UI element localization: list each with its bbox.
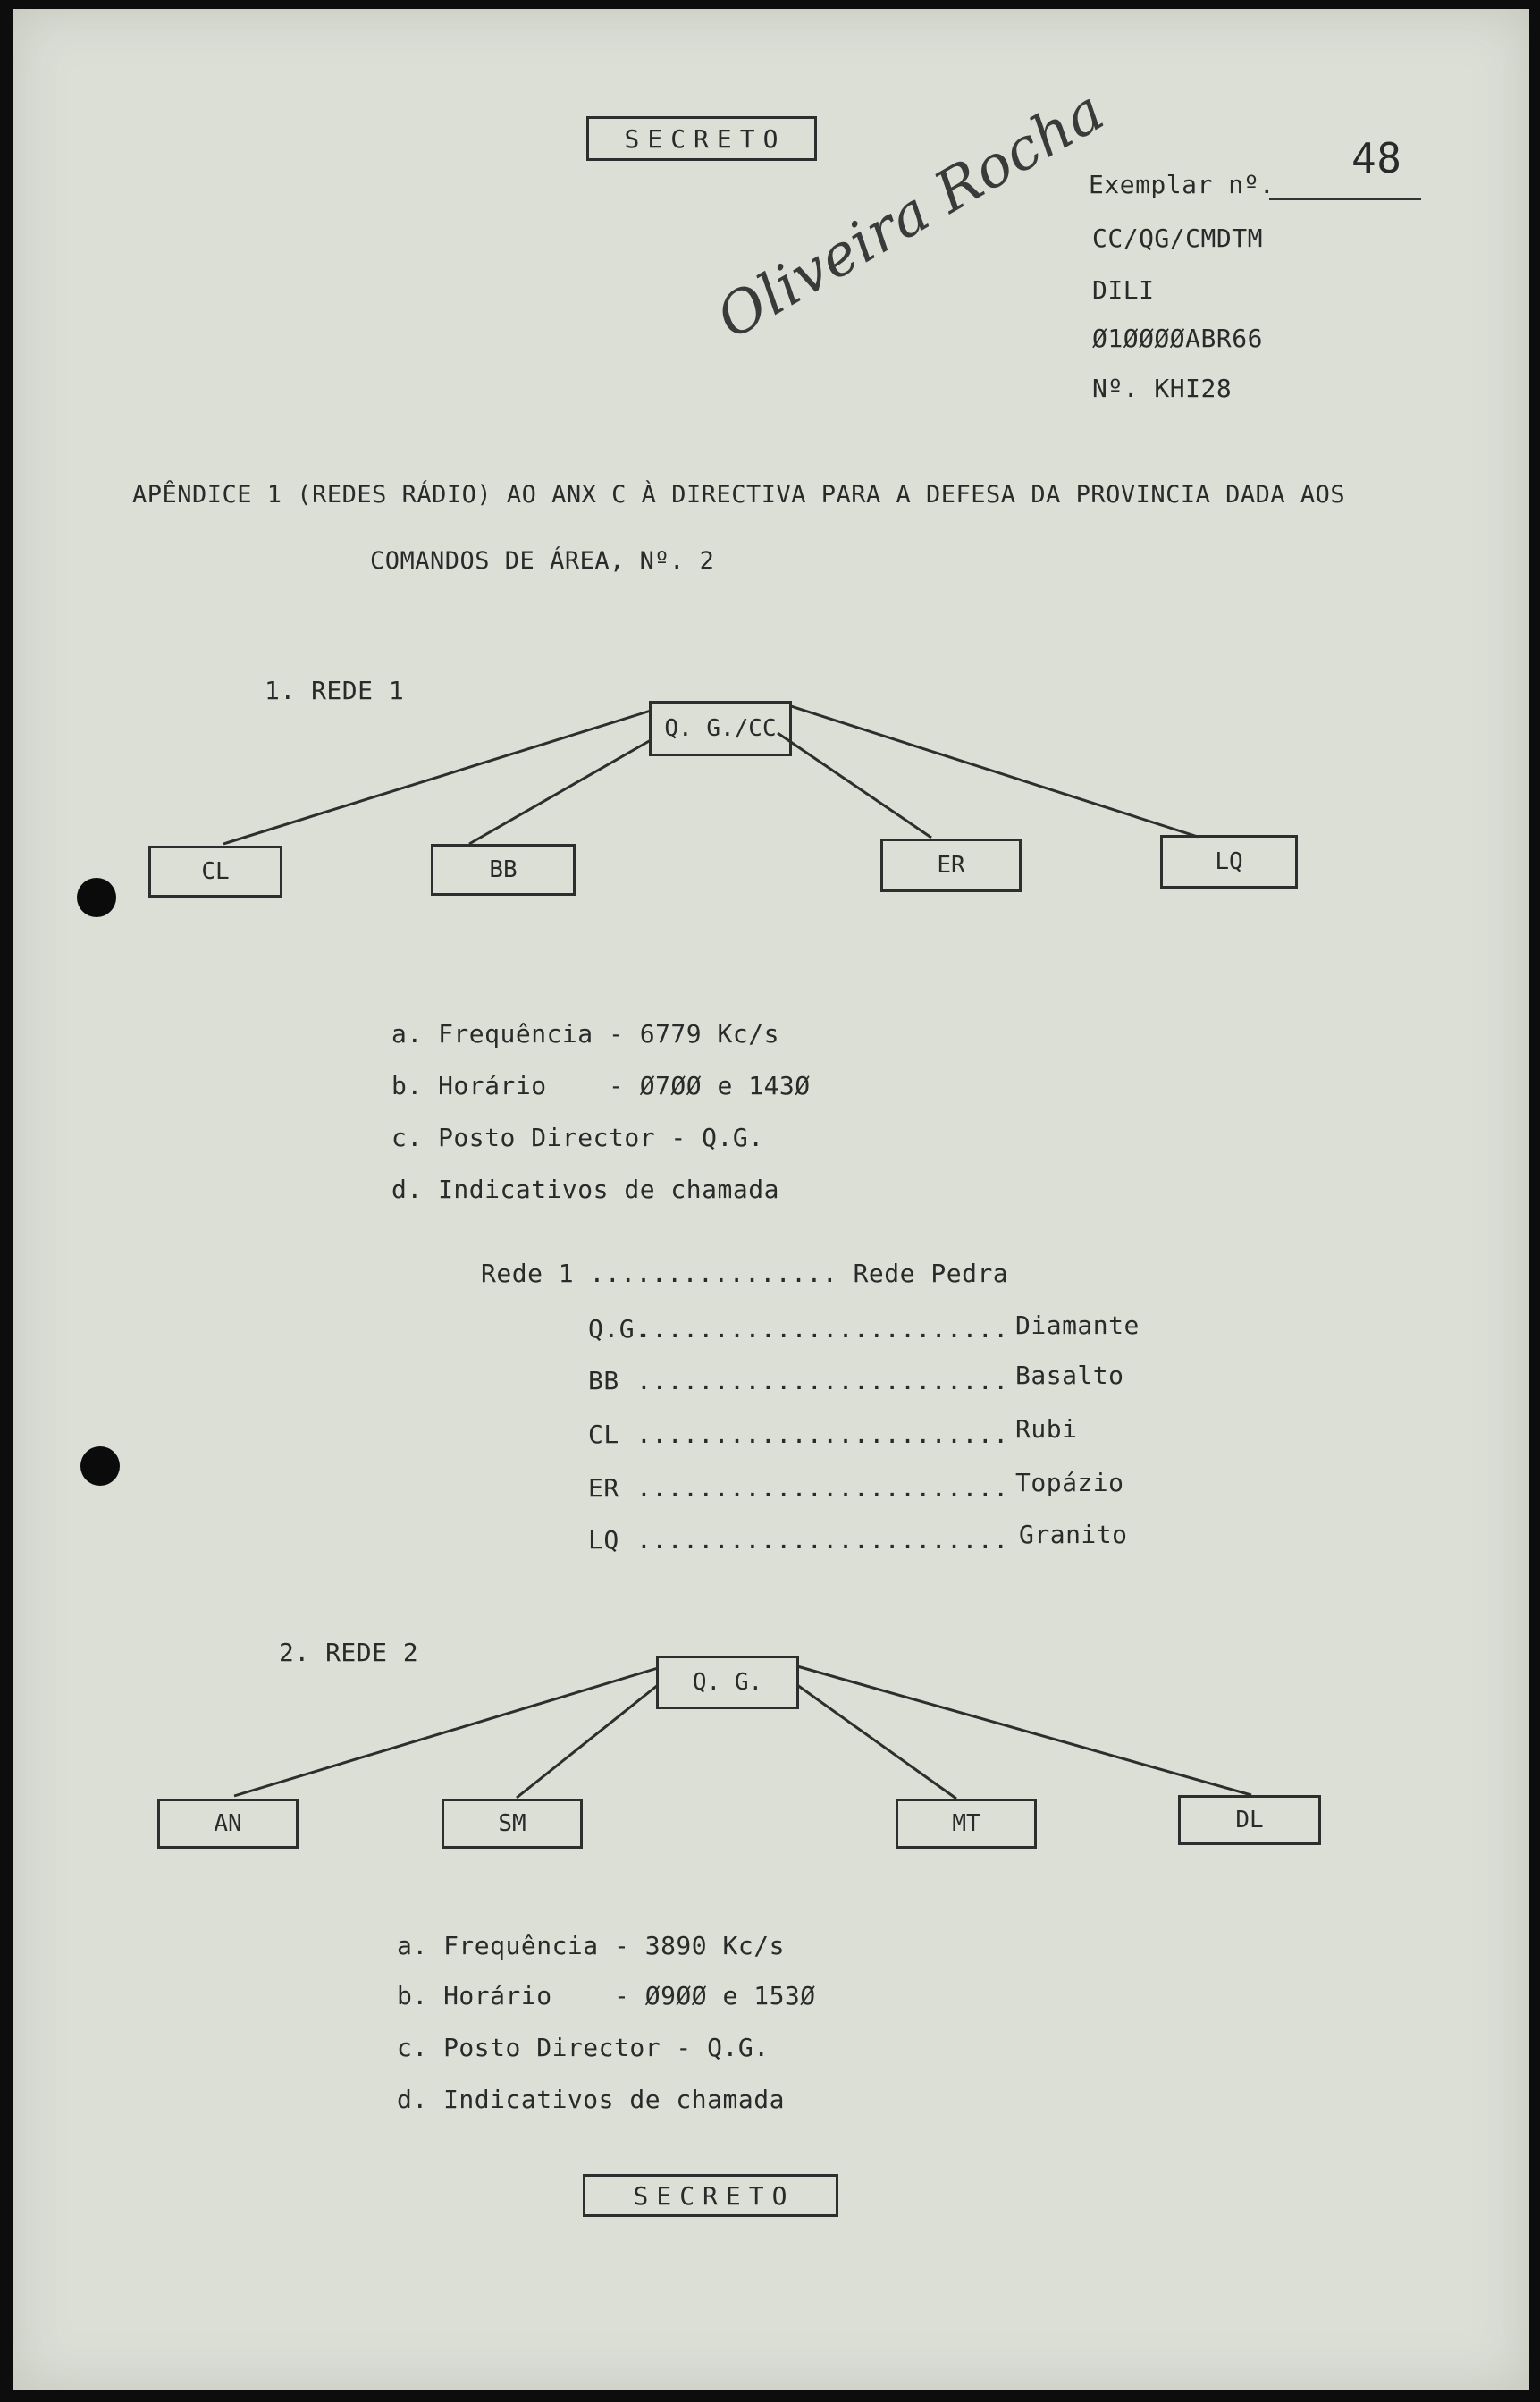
callsign-name: Basalto: [1015, 1361, 1124, 1390]
callsign-station: BB: [588, 1366, 619, 1395]
callsign-station: ER: [588, 1473, 619, 1503]
callsign-leader: ........................: [636, 1473, 1009, 1503]
document-title-line1: APÊNDICE 1 (REDES RÁDIO) AO ANX C À DIRE…: [132, 481, 1346, 509]
rede2-heading: 2. REDE 2: [279, 1638, 419, 1667]
callsign-name: Granito: [1019, 1520, 1128, 1549]
rede2-station-dl: DL: [1178, 1795, 1321, 1845]
classification-stamp-bottom: SECRETO: [583, 2174, 838, 2217]
rede2-callsigns-heading: d. Indicativos de chamada: [397, 2085, 785, 2114]
rede2-station-sm: SM: [442, 1799, 583, 1849]
document-title-line2: COMANDOS DE ÁREA, Nº. 2: [370, 547, 715, 575]
rede2-director: c. Posto Director - Q.G.: [397, 2033, 770, 2062]
callsign-station: LQ: [588, 1525, 619, 1555]
callsign-name: Diamante: [1015, 1311, 1140, 1340]
date: Ø1ØØØØABR66: [1092, 324, 1263, 353]
rede1-callsigns-heading: d. Indicativos de chamada: [391, 1175, 779, 1204]
copy-label: Exemplar nº.: [1089, 170, 1275, 199]
callsign-leader: ........................: [636, 1420, 1009, 1449]
classification-stamp-top: SECRETO: [586, 116, 817, 161]
rede1-heading: 1. REDE 1: [265, 676, 405, 705]
punch-hole: [77, 878, 116, 917]
callsign-name: Rubi: [1015, 1414, 1078, 1444]
copy-number-underline: [1269, 198, 1421, 200]
callsign-leader: ........................: [636, 1525, 1009, 1555]
document-page: [13, 9, 1529, 2390]
link-qg-er: [777, 731, 932, 839]
callsign-leader: ........................: [636, 1366, 1009, 1395]
link-qg-an: [233, 1666, 659, 1798]
link-qg-lq: [790, 704, 1199, 839]
callsign-leader: ........................: [636, 1314, 1009, 1344]
rede1-station-bb: BB: [431, 844, 576, 896]
rede1-station-cl: CL: [148, 846, 282, 898]
reference: CC/QG/CMDTM: [1092, 223, 1263, 253]
rede1-station-lq: LQ: [1160, 835, 1298, 889]
callsign-name: Topázio: [1015, 1468, 1124, 1497]
rede1-frequency: a. Frequência - 6779 Kc/s: [391, 1019, 779, 1049]
place: DILI: [1092, 275, 1155, 305]
link-qg-mt: [796, 1683, 957, 1800]
link-qg-sm: [516, 1683, 659, 1799]
rede1-net-name: Rede 1 ................ Rede Pedra: [481, 1259, 1009, 1288]
link-qg-dl: [796, 1665, 1252, 1797]
rede1-hub-node: Q. G./CC: [649, 701, 792, 756]
rede2-station-mt: MT: [896, 1799, 1037, 1849]
rede2-hub-node: Q. G.: [656, 1656, 799, 1709]
link-qg-cl: [223, 709, 652, 846]
punch-hole: [80, 1446, 120, 1486]
rede1-director: c. Posto Director - Q.G.: [391, 1123, 764, 1152]
rede1-schedule: b. Horário - Ø7ØØ e 143Ø: [391, 1071, 811, 1100]
rede2-station-an: AN: [157, 1799, 299, 1849]
link-qg-bb: [468, 738, 652, 846]
callsign-station: CL: [588, 1420, 619, 1449]
rede2-schedule: b. Horário - Ø9ØØ e 153Ø: [397, 1981, 816, 2010]
copy-number: 48: [1351, 134, 1402, 182]
message-number: Nº. KHI28: [1092, 374, 1233, 403]
rede1-station-er: ER: [880, 839, 1022, 892]
callsign-station: Q.G.: [588, 1314, 651, 1344]
rede2-frequency: a. Frequência - 3890 Kc/s: [397, 1931, 785, 1960]
